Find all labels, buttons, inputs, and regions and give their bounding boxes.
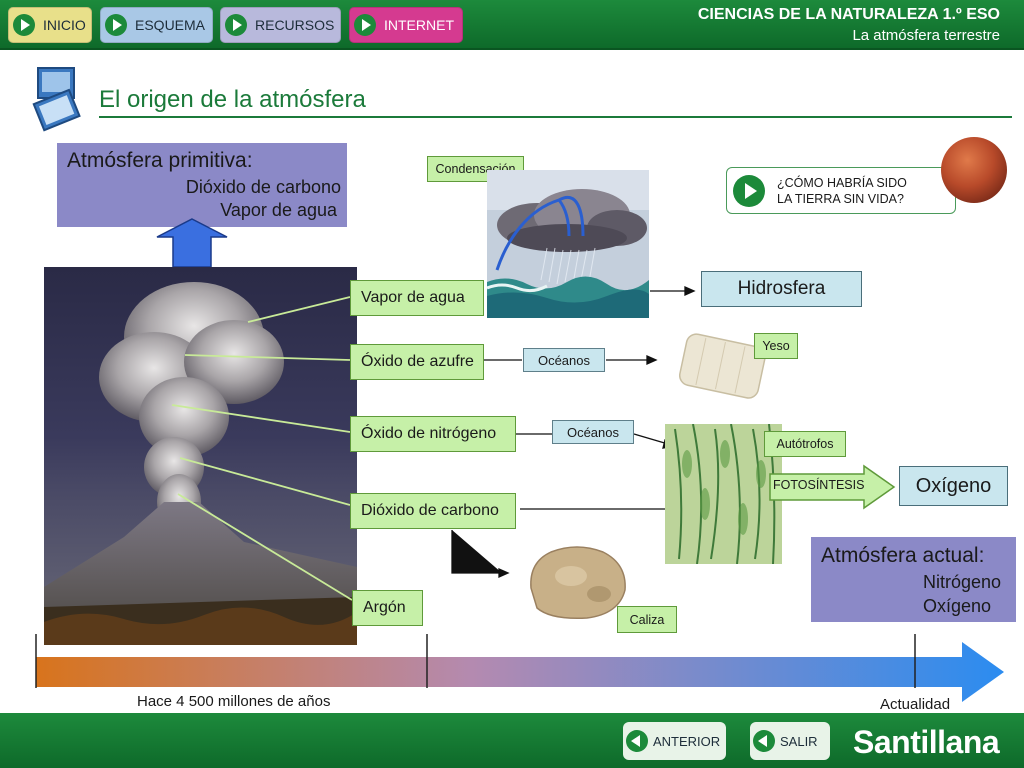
hidrosfera-box: Hidrosfera: [701, 271, 862, 307]
back-icon: [626, 730, 648, 752]
topic-subtitle: La atmósfera terrestre: [852, 27, 1000, 44]
question-line-1: ¿CÓMO HABRÍA SIDO: [777, 175, 907, 190]
fotosintesis-label: FOTOSÍNTESIS: [773, 478, 865, 492]
page-title: El origen de la atmósfera: [99, 86, 366, 113]
recursos-button[interactable]: RECURSOS: [220, 7, 341, 43]
primitive-item-water: Vapor de agua: [220, 200, 337, 220]
current-item-nitrogen: Nitrógeno: [923, 572, 1002, 592]
inicio-label: INICIO: [43, 17, 86, 33]
current-atmosphere-title: Atmósfera actual:: [821, 544, 985, 567]
gas-label-argon: Argón: [352, 590, 423, 626]
esquema-label: ESQUEMA: [135, 17, 206, 33]
play-icon: [733, 174, 765, 207]
bottom-bar: [0, 713, 1024, 768]
primitive-atmosphere-title: Atmósfera primitiva:: [67, 149, 253, 172]
up-arrow: [156, 218, 228, 268]
esquema-button[interactable]: ESQUEMA: [100, 7, 213, 43]
play-icon: [225, 14, 247, 36]
title-divider: [99, 116, 1012, 118]
limestone-photo: [521, 538, 635, 622]
volcano-illustration: [44, 282, 357, 645]
subject-title: CIENCIAS DE LA NATURALEZA 1.º ESO: [697, 6, 1000, 23]
gas-label-sulfur-oxide: Óxido de azufre: [350, 344, 484, 380]
inicio-button[interactable]: INICIO: [8, 7, 92, 43]
internet-button[interactable]: INTERNET: [349, 7, 463, 43]
caliza-label: Caliza: [617, 606, 677, 633]
oceans-label-2: Océanos: [552, 420, 634, 444]
current-atmosphere-box: Atmósfera actual: Nitrógeno Oxígeno: [811, 537, 1016, 622]
gas-label-water-vapor: Vapor de agua: [350, 280, 484, 316]
gypsum-photo: [670, 326, 774, 410]
salir-button[interactable]: SALIR: [750, 722, 830, 760]
autotrofos-label: Autótrofos: [764, 431, 846, 457]
salir-label: SALIR: [780, 733, 818, 749]
internet-label: INTERNET: [384, 17, 454, 33]
life-question-button[interactable]: ¿CÓMO HABRÍA SIDO LA TIERRA SIN VIDA?: [726, 167, 956, 214]
question-text: ¿CÓMO HABRÍA SIDO LA TIERRA SIN VIDA?: [777, 175, 907, 207]
recursos-label: RECURSOS: [255, 17, 335, 33]
rain-cloud-photo: [487, 170, 649, 318]
timeline-end-label: Actualidad: [880, 696, 951, 713]
photosynthesis-arrow: [769, 464, 896, 510]
timeline-start-label: Hace 4 500 millones de años: [137, 693, 331, 710]
oceans-label-1: Océanos: [523, 348, 605, 372]
volcano-photo: [44, 267, 357, 645]
primitive-item-co2: Dióxido de carbono: [185, 177, 341, 197]
gas-label-co2: Dióxido de carbono: [350, 493, 516, 529]
question-line-2: LA TIERRA SIN VIDA?: [777, 191, 904, 206]
book-stack-icon: [32, 67, 81, 132]
current-item-oxygen: Oxígeno: [923, 596, 992, 616]
back-icon: [753, 730, 775, 752]
planet-icon: [941, 137, 1007, 203]
algae-photo: [665, 424, 782, 564]
anterior-label: ANTERIOR: [653, 733, 721, 749]
primitive-atmosphere-box: Atmósfera primitiva: Dióxido de carbono …: [57, 143, 347, 227]
timeline-arrow: [35, 634, 1004, 702]
anterior-button[interactable]: ANTERIOR: [623, 722, 726, 760]
oxigeno-box: Oxígeno: [899, 466, 1008, 506]
yeso-label: Yeso: [754, 333, 798, 359]
play-icon: [105, 14, 127, 36]
brand-logo: Santillana: [853, 724, 1000, 760]
gas-label-nitrogen-oxide: Óxido de nitrógeno: [350, 416, 516, 452]
play-icon: [354, 14, 376, 36]
play-icon: [13, 14, 35, 36]
